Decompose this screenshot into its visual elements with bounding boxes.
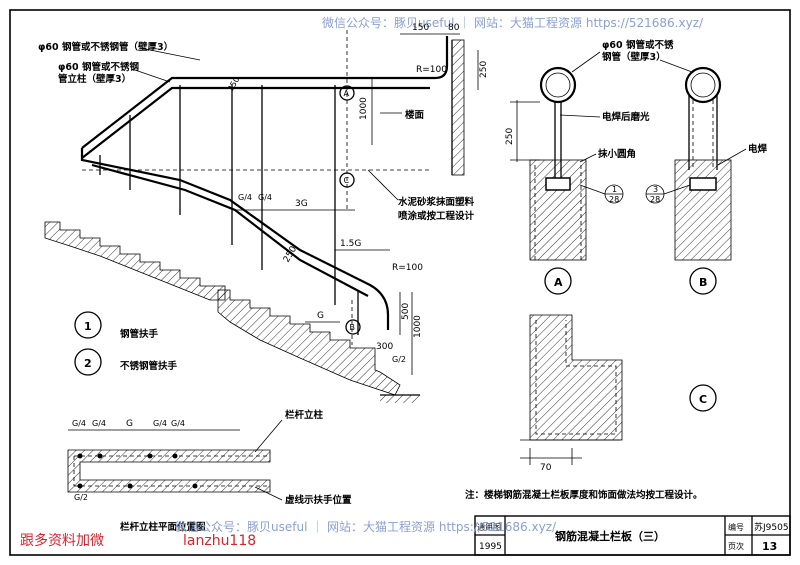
- plan-view: G/4 G/4 G G/4 G/4 G/2 栏杆立柱 虚线示扶手位置 栏杆立柱平…: [67, 409, 352, 533]
- plan-label-post: 栏杆立柱: [285, 409, 324, 421]
- detail-c: 70 C: [520, 314, 717, 473]
- svg-text:A: A: [344, 89, 350, 98]
- plan-dim-5: G/4: [171, 419, 185, 428]
- tb-page: 13: [762, 540, 777, 553]
- sheet-border: [9, 9, 791, 556]
- detail-b: B 3 28: [645, 66, 732, 295]
- detail-dim-250: 250: [505, 128, 515, 145]
- dim-g2: G/2: [392, 355, 406, 364]
- detail-label-a: A: [554, 276, 563, 289]
- label-post-line2: 管立柱（壁厚3）: [58, 73, 131, 85]
- note-plaster-2: 喷涂或按工程设计: [398, 210, 475, 222]
- label-steel-pipe: φ60 钢管或不锈钢管（壁厚3）: [38, 41, 173, 53]
- dim-150: 150: [412, 23, 429, 33]
- dim-1000: 1000: [413, 315, 423, 338]
- detail-dim-70: 70: [540, 463, 552, 473]
- plan-dim-2: G/4: [92, 419, 106, 428]
- svg-text:3: 3: [653, 185, 658, 194]
- legend: 1 钢管扶手 2 不锈钢管扶手: [74, 311, 178, 376]
- dim-r100: R=100: [392, 263, 423, 273]
- main-elevation: φ60 钢管或不锈钢管（壁厚3） φ60 钢管或不锈钢 管立柱（壁厚3） 250…: [38, 23, 489, 403]
- detail-label-b: B: [699, 276, 707, 289]
- plan-slab: [67, 449, 271, 493]
- plan-dim-1: G/4: [72, 419, 86, 428]
- tb-year: 1995: [479, 542, 502, 552]
- detail-a: 250 A 1 28: [505, 66, 624, 295]
- svg-text:C: C: [344, 176, 350, 185]
- legend-num-2: 2: [84, 357, 92, 370]
- svg-text:28: 28: [650, 195, 660, 204]
- upper-stair-slab: [217, 289, 401, 396]
- tb-page-label: 页次: [728, 541, 744, 551]
- detail-pipe-line2: 钢管（壁厚3）: [602, 51, 666, 63]
- detail-grind: 电焊后磨光: [602, 111, 650, 123]
- legend-num-1: 1: [84, 320, 92, 333]
- dim-300: 300: [376, 342, 393, 352]
- tb-year-label: 通用图: [477, 522, 501, 532]
- plan-title: 栏杆立柱平面位置图: [120, 521, 206, 533]
- dim-250-wall: 250: [479, 61, 489, 78]
- legend-text-2: 不锈钢管扶手: [120, 360, 178, 372]
- legend-text-1: 钢管扶手: [120, 328, 159, 340]
- tb-code: 苏J9505: [754, 521, 789, 533]
- label-floor: 楼面: [405, 109, 425, 121]
- lower-stair-slab: [44, 221, 226, 301]
- label-post-line1: φ60 钢管或不锈钢: [58, 61, 139, 73]
- callout-b: [345, 319, 361, 335]
- callout-a: [339, 85, 355, 101]
- detail-pipe-line1: φ60 钢管或不锈: [602, 39, 674, 51]
- detail-weld: 电焊: [748, 143, 768, 155]
- detail-label-c: C: [699, 393, 707, 406]
- tb-code-label: 编号: [728, 522, 744, 532]
- dim-15g: 1.5G: [340, 239, 361, 249]
- dim-g4-a: G/4: [238, 193, 252, 202]
- detail-round: 抹小圆角: [598, 148, 636, 160]
- wall-right: [451, 39, 465, 176]
- dim-g4-b: G/4: [258, 193, 272, 202]
- watermark-bottom: 微信公众号：豚贝useful ｜ 网站：大猫工程资源 https://52168…: [175, 519, 557, 534]
- note-plaster-1: 水泥砂浆抹面塑料: [398, 196, 475, 208]
- dim-500: 500: [401, 303, 411, 320]
- plan-label-dashed: 虚线示扶手位置: [285, 494, 352, 506]
- title-block: 通用图 1995 钢筋混凝土栏板（三） 编号 苏J9505 页次 13: [474, 515, 791, 556]
- dim-1000-top: 1000: [359, 97, 369, 120]
- plan-dim-3: G: [126, 419, 133, 429]
- plan-dim-4: G/4: [153, 419, 167, 428]
- callout-c: [339, 172, 355, 188]
- promo-left: 跟多资料加微: [20, 532, 104, 549]
- dim-3g: 3G: [295, 199, 308, 209]
- dim-g: G: [317, 311, 324, 321]
- tb-title: 钢筋混凝土栏板（三）: [555, 529, 665, 543]
- dim-80: 80: [448, 23, 460, 33]
- plan-dim-g2: G/2: [74, 493, 88, 502]
- drawing-note: 注：楼梯钢筋混凝土栏板厚度和饰面做法均按工程设计。: [465, 489, 703, 501]
- promo-id: lanzhu118: [183, 533, 256, 549]
- svg-text:B: B: [350, 323, 356, 332]
- svg-text:28: 28: [609, 195, 619, 204]
- dim-r100-top: R=100: [416, 65, 447, 75]
- svg-text:1: 1: [612, 185, 617, 194]
- watermark-top: 微信公众号：豚贝useful ｜ 网站：大猫工程资源 https://52168…: [322, 15, 704, 30]
